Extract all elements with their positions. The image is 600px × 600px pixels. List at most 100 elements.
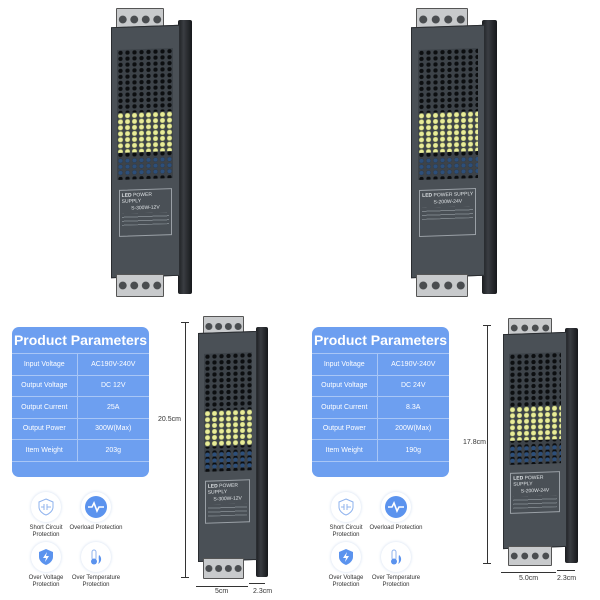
brand-logo: LED (421, 191, 432, 199)
parameter-label: Item Weight (312, 439, 378, 461)
pulse-icon (81, 492, 111, 522)
heatsink-side (178, 19, 192, 295)
width-label: 5cm (215, 588, 229, 595)
parameter-label: Output Current (12, 396, 78, 418)
dim-tick (483, 325, 491, 326)
parameter-value: 203g (77, 439, 149, 461)
depth-label: 2.3cm (557, 575, 577, 582)
feature-short-circuit-protection: Short Circuit Protection (16, 492, 76, 539)
capacitors (417, 110, 478, 153)
feature-label: Short Circuit Protection (29, 525, 63, 538)
panel-title: Product Parameters (13, 332, 148, 348)
height-label: 20.5cm (158, 416, 181, 423)
label-plate: LED POWER SUPPLY S-300W-12V (205, 479, 251, 525)
terminal-block-bottom (507, 545, 553, 566)
capacitors (508, 405, 561, 442)
parameter-label: Input Voltage (12, 353, 78, 375)
feature-overload-protection: Overload Protection (366, 492, 426, 532)
feature-label: Over Temperature Protection (371, 575, 421, 588)
lightning-shield-icon (331, 542, 361, 572)
feature-label: Overload Protection (69, 525, 123, 531)
label-plate: LED POWER SUPPLY S-200W-24V (418, 187, 476, 237)
depth-dimension-line (249, 583, 265, 584)
feature-label: Overload Protection (369, 525, 423, 531)
parameter-label: Output Voltage (312, 374, 378, 397)
brand-logo: LED (121, 191, 132, 199)
components (204, 450, 253, 470)
parameter-value: 200W(Max) (377, 417, 449, 440)
psu-body: LED POWER SUPPLY S-200W-24V (410, 24, 485, 278)
feature-over-temperature-protection: Over Temperature Protection (66, 542, 126, 589)
panel-title: Product Parameters (313, 332, 448, 348)
label-plate: LED POWER SUPPLY S-300W-12V (118, 187, 173, 237)
parameter-label: Output Power (12, 417, 78, 440)
feature-label: Over Temperature Protection (71, 575, 121, 588)
spec-lines (121, 211, 170, 226)
parameter-label: Output Current (312, 396, 378, 418)
heatsink-side (565, 328, 578, 563)
product-image-300w-dim: LED POWER SUPPLY S-300W-12V (194, 316, 268, 582)
parameter-value: 8.3A (377, 396, 449, 418)
components (117, 155, 174, 177)
feature-label: Over Voltage Protection (328, 575, 364, 588)
product-image-300w: LED POWER SUPPLY S-300W-12V (106, 8, 192, 300)
brand-sub: POWER SUPPLY (433, 190, 473, 198)
depth-label: 2.3cm (253, 588, 273, 595)
feature-label: Over Voltage Protection (28, 575, 64, 588)
dim-tick (483, 563, 491, 564)
feature-over-temperature-protection: Over Temperature Protection (366, 542, 426, 589)
psu-body: LED POWER SUPPLY S-300W-12V (198, 330, 258, 562)
thermometer-icon (81, 542, 111, 572)
capacitors (117, 110, 174, 153)
lightning-shield-icon (31, 542, 61, 572)
shield-circuit-icon (31, 492, 61, 522)
parameter-label: Output Voltage (12, 374, 78, 397)
parameter-value: AC190V-240V (377, 353, 449, 375)
psu-body: LED POWER SUPPLY S-300W-12V (111, 24, 180, 278)
parameter-value: 25A (77, 396, 149, 418)
terminal-block-bottom (202, 558, 245, 580)
model-number: S-300W-12V (213, 495, 243, 503)
parameter-value: DC 12V (77, 374, 149, 397)
label-plate: LED POWER SUPPLY S-200W-24V (509, 471, 560, 514)
spec-lines (512, 495, 557, 510)
psu-body: LED POWER SUPPLY S-200W-24V (502, 331, 567, 550)
product-image-200w: LED POWER SUPPLY S-200W-24V (405, 8, 497, 300)
components (417, 154, 478, 178)
model-number: S-300W-12V (131, 203, 160, 211)
depth-dimension-line (557, 570, 575, 571)
dim-tick (181, 322, 189, 323)
components (508, 443, 561, 463)
product-image-200w-dim: LED POWER SUPPLY S-200W-24V (498, 318, 578, 568)
terminal-block-bottom (416, 273, 468, 298)
height-dimension-line (185, 322, 186, 578)
pulse-icon (381, 492, 411, 522)
spec-lines (421, 205, 473, 220)
heatsink-side (482, 19, 497, 295)
dim-tick (181, 577, 189, 578)
model-number: S-200W-24V (520, 487, 550, 495)
height-dimension-line (487, 325, 488, 564)
width-dimension-line (501, 572, 556, 573)
parameter-value: 300W(Max) (77, 417, 149, 440)
feature-overload-protection: Overload Protection (66, 492, 126, 532)
parameter-value: 190g (377, 439, 449, 461)
model-number: S-200W-24V (433, 197, 462, 205)
thermometer-icon (381, 542, 411, 572)
feature-short-circuit-protection: Short Circuit Protection (316, 492, 376, 539)
height-label: 17.8cm (463, 439, 486, 446)
parameter-value: DC 24V (377, 374, 449, 397)
